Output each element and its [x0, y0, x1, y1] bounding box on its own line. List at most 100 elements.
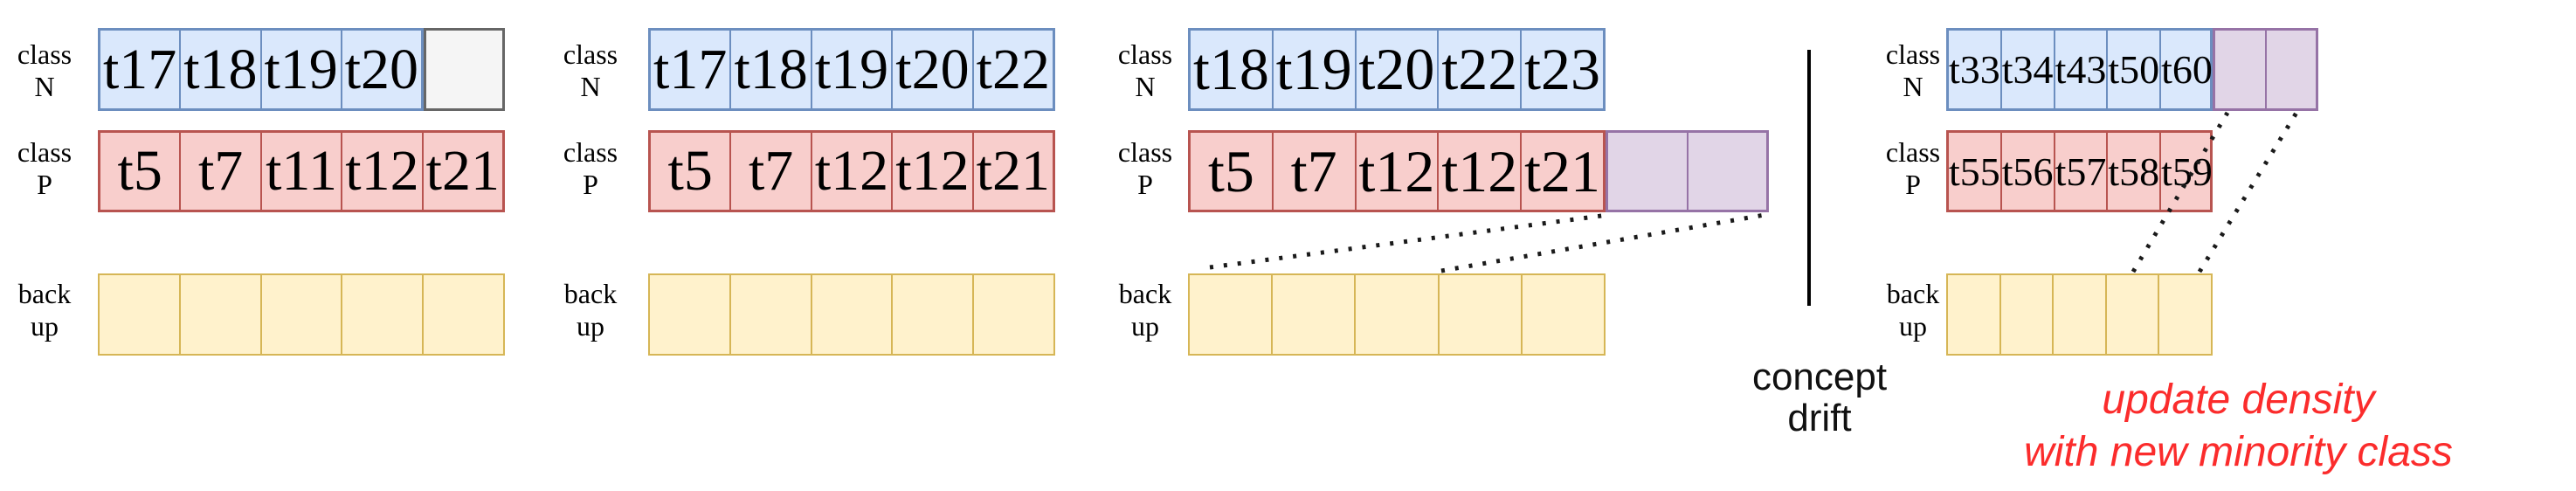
class-n-label: class N	[0, 38, 93, 103]
overflow-cell	[2264, 31, 2317, 108]
panel3-backup-window	[1188, 273, 1606, 356]
window-cell: t12	[810, 133, 891, 210]
backup-cell	[259, 275, 342, 354]
class-p-label: class P	[1097, 136, 1193, 201]
concept-drift-caption: concept drift	[1732, 356, 1907, 439]
window-cell: t50	[2106, 31, 2159, 108]
backup-label: back up	[1865, 278, 1961, 342]
concept-drift-caption-line1: concept	[1751, 356, 1888, 398]
backup-cell	[100, 275, 179, 354]
backup-cell	[1190, 275, 1271, 354]
class-n-label-line2: N	[34, 71, 55, 102]
window-cell: t22	[1437, 31, 1520, 108]
backup-mapping-line	[2197, 111, 2299, 273]
window-cell: t56	[1999, 133, 2054, 210]
overflow-cell	[2215, 31, 2265, 108]
panel4-backup-window	[1946, 273, 2213, 356]
window-cell: t18	[1192, 36, 1269, 102]
window-cell: t19	[810, 31, 891, 108]
class-p-label-line1: class	[1885, 136, 1941, 168]
backup-label: back up	[1097, 278, 1193, 342]
window-cell: t19	[1271, 31, 1355, 108]
backup-label-line2: up	[1131, 310, 1159, 342]
window-cell: t59	[2159, 133, 2213, 210]
window-cell: t21	[971, 133, 1053, 210]
window-cell: t17	[653, 37, 728, 101]
class-p-label-line1: class	[1117, 136, 1173, 168]
class-n-label: class N	[542, 38, 639, 103]
backup-cell	[1999, 275, 2053, 354]
panel4-class-n-overflow	[2213, 28, 2318, 111]
annotation-line2: with new minority class	[2024, 429, 2453, 475]
window-cell: t19	[259, 31, 341, 108]
backup-cell	[650, 275, 729, 354]
window-cell: t12	[1437, 133, 1520, 210]
backup-label-line1: back	[1118, 278, 1172, 309]
window-cell: t12	[1354, 133, 1438, 210]
backup-cell	[178, 275, 260, 354]
window-cell: t11	[259, 133, 341, 210]
backup-cell	[891, 275, 972, 354]
backup-label-line1: back	[17, 278, 72, 309]
backup-label-line2: up	[31, 310, 59, 342]
window-cell: t20	[891, 31, 971, 108]
concept-drift-caption-line2: drift	[1787, 397, 1852, 439]
panel4-class-n-window: t33 t34 t43 t50 t60	[1946, 28, 2213, 111]
window-cell: t33	[1949, 47, 2000, 92]
backup-label-line1: back	[563, 278, 618, 309]
backup-mapping-line	[1209, 212, 1609, 270]
backup-cell	[1271, 275, 1354, 354]
class-p-label-line2: P	[1137, 169, 1153, 200]
window-cell: t17	[102, 37, 177, 101]
backup-cell	[972, 275, 1053, 354]
update-density-annotation: update density with new minority class	[1957, 374, 2520, 479]
backup-cell	[1948, 275, 1999, 354]
panel2-class-n-window: t17 t18 t19 t20 t22	[648, 28, 1055, 111]
backup-label-line2: up	[577, 310, 604, 342]
backup-cell	[810, 275, 892, 354]
window-cell: t5	[117, 139, 162, 203]
panel1-backup-window	[98, 273, 505, 356]
class-p-label-line2: P	[583, 169, 598, 200]
backup-cell	[729, 275, 811, 354]
window-cell: t22	[971, 31, 1053, 108]
window-cell: t21	[421, 133, 502, 210]
class-n-label: class N	[1097, 38, 1193, 103]
backup-cell	[2104, 275, 2158, 354]
window-cell: t5	[667, 139, 713, 203]
class-p-label: class P	[1865, 136, 1961, 201]
class-p-label: class P	[0, 136, 93, 201]
window-cell: t34	[1999, 31, 2054, 108]
window-cell: t20	[1354, 31, 1438, 108]
backup-cell	[1520, 275, 1604, 354]
window-cell: t5	[1207, 137, 1254, 204]
panel1-class-p-window: t5 t7 t11 t12 t21	[98, 130, 505, 212]
window-cell: t55	[1949, 149, 2000, 194]
class-p-label-line1: class	[563, 136, 618, 168]
window-cell: t60	[2159, 31, 2213, 108]
panel1-empty-slot	[424, 28, 505, 111]
backup-cell	[1437, 275, 1521, 354]
overflow-cell	[1608, 133, 1687, 210]
panel4-class-p-window: t55 t56 t57 t58 t59	[1946, 130, 2213, 212]
window-cell: t20	[340, 31, 421, 108]
window-cell: t21	[1520, 133, 1603, 210]
window-cell: t7	[1271, 133, 1355, 210]
panel3-class-n-window: t18 t19 t20 t22 t23	[1188, 28, 1606, 111]
class-p-label-line1: class	[17, 136, 73, 168]
class-n-label-line1: class	[17, 38, 73, 70]
backup-cell	[2158, 275, 2211, 354]
backup-mapping-line	[1440, 212, 1765, 273]
backup-cell	[341, 275, 422, 354]
class-n-label-line2: N	[1135, 71, 1156, 102]
backup-label-line2: up	[1899, 310, 1927, 342]
window-cell: t7	[179, 133, 259, 210]
class-n-label-line1: class	[563, 38, 618, 70]
concept-drift-divider	[1807, 50, 1811, 306]
window-cell: t58	[2106, 133, 2159, 210]
window-cell: t23	[1520, 31, 1603, 108]
panel2-backup-window	[648, 273, 1055, 356]
backup-cell	[2052, 275, 2105, 354]
backup-label: back up	[542, 278, 639, 342]
